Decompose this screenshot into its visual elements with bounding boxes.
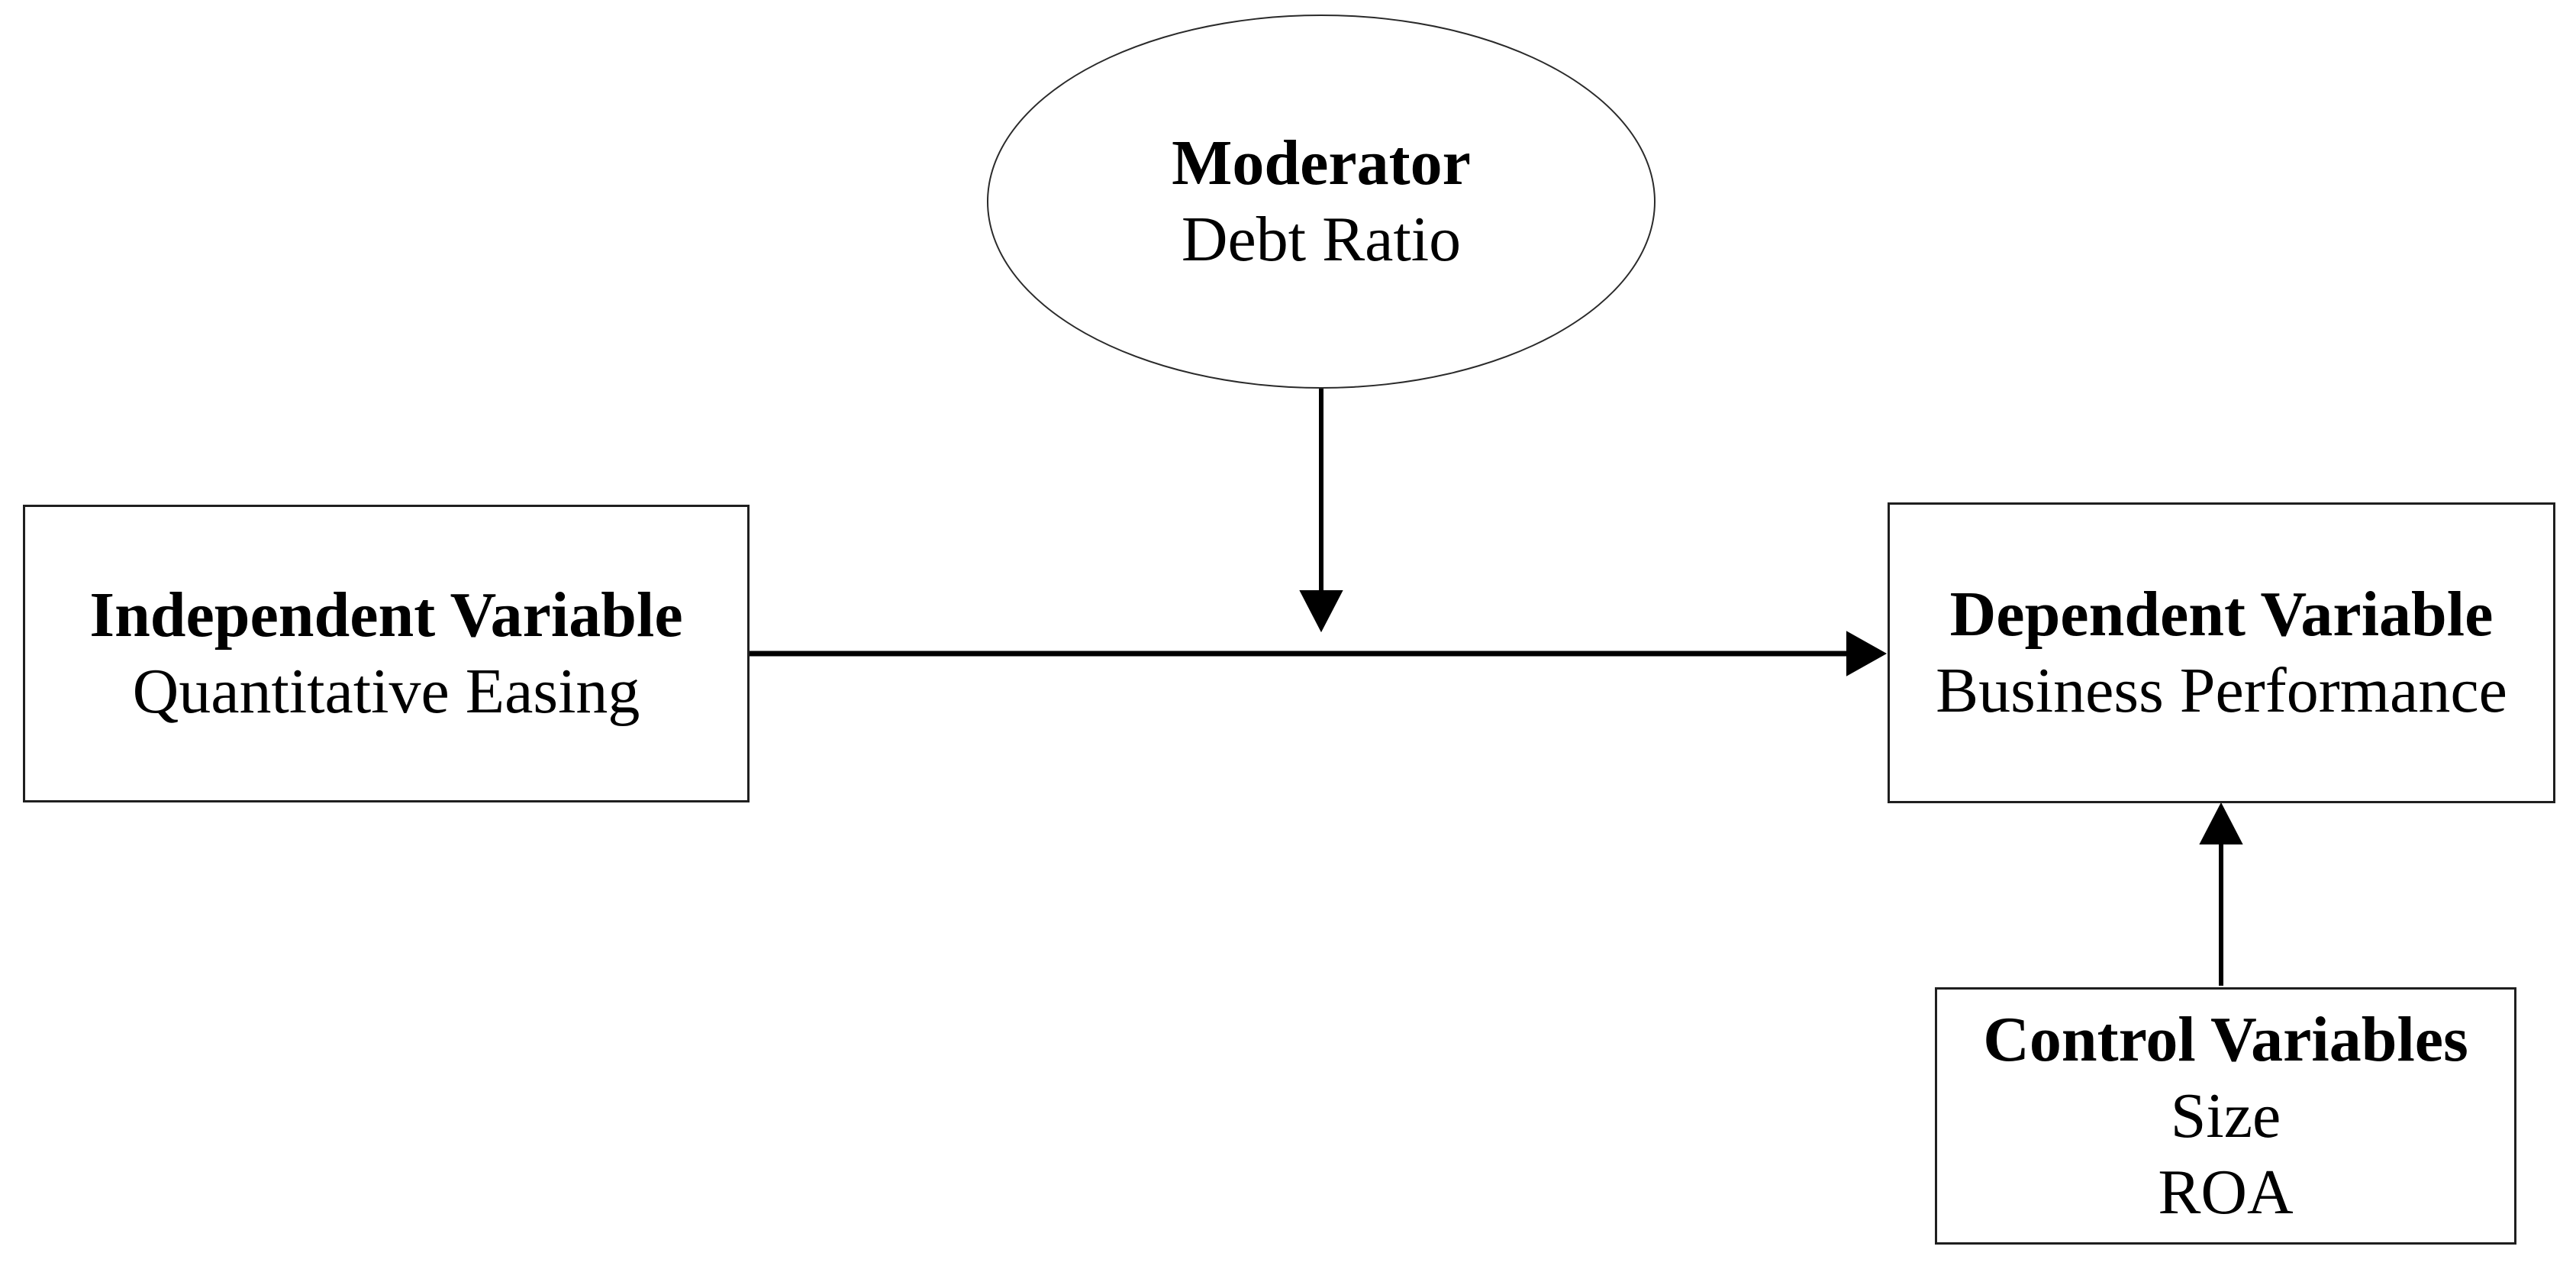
independent-variable-node: Independent Variable Quantitative Easing [23, 505, 750, 802]
moderator-node: Moderator Debt Ratio [987, 15, 1656, 389]
moderation-arrow [1299, 389, 1343, 633]
control-variables-node: Control Variables Size ROA [1935, 987, 2516, 1245]
independent-variable-subtitle: Quantitative Easing [132, 656, 640, 727]
control-variable-item-size: Size [2170, 1080, 2281, 1151]
moderator-title: Moderator [1172, 128, 1471, 199]
moderator-subtitle: Debt Ratio [1181, 204, 1462, 275]
control-variables-title: Control Variables [1983, 1003, 2468, 1075]
control-arrow [2199, 802, 2243, 986]
direct-effect-arrow [750, 631, 1888, 676]
dependent-variable-subtitle: Business Performance [1936, 655, 2507, 726]
dependent-variable-title: Dependent Variable [1949, 579, 2494, 650]
dependent-variable-node: Dependent Variable Business Performance [1888, 502, 2555, 803]
independent-variable-title: Independent Variable [89, 580, 683, 651]
control-variable-item-roa: ROA [2158, 1156, 2294, 1228]
